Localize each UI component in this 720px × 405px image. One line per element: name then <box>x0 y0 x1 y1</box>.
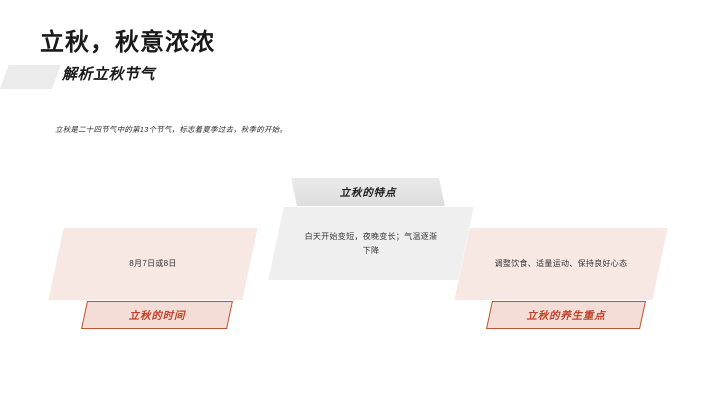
page-subtitle: 解析立秋节气 <box>62 66 156 83</box>
card-time-body: 8月7日或8日 <box>129 259 177 269</box>
card-features: 白天开始变短，夜晚变长；气温逐渐下降 <box>268 207 474 280</box>
intro-paragraph: 立秋是二十四节气中的第13个节气，标志着夏季过去，秋季的开始。 <box>55 125 288 134</box>
card-health-label: 立秋的养生重点 <box>526 309 606 322</box>
card-health: 调整饮食、适量运动、保持良好心态 <box>454 228 668 300</box>
card-features-label-chip[interactable]: 立秋的特点 <box>291 178 445 206</box>
subtitle-block: 解析立秋节气 <box>0 63 200 91</box>
page-title: 立秋，秋意浓浓 <box>40 29 215 56</box>
card-features-body: 白天开始变短，夜晚变长；气温逐渐下降 <box>304 231 438 255</box>
card-health-body: 调整饮食、适量运动、保持良好心态 <box>494 259 628 269</box>
card-time-label: 立秋的时间 <box>128 309 186 322</box>
subtitle-accent-bar <box>0 65 61 89</box>
card-time-label-chip[interactable]: 立秋的时间 <box>81 301 233 329</box>
card-features-label: 立秋的特点 <box>339 186 397 199</box>
card-time: 8月7日或8日 <box>48 228 258 300</box>
card-health-label-chip[interactable]: 立秋的养生重点 <box>486 301 646 329</box>
